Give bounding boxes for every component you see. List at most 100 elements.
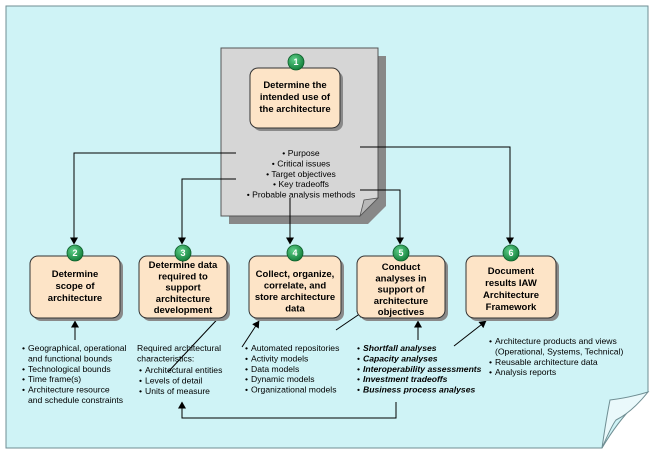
step2-list-item: and functional bounds bbox=[28, 353, 112, 363]
bullet: • bbox=[357, 343, 360, 353]
bullet: • bbox=[22, 374, 25, 384]
step2-title-line: scope of bbox=[55, 281, 95, 292]
step1-title-line: Determine the bbox=[263, 80, 326, 91]
step1-list-item: • Probable analysis methods bbox=[247, 190, 356, 200]
step5-list-item: Capacity analyses bbox=[363, 353, 438, 363]
connector-1-to-5 bbox=[360, 189, 404, 245]
step2-list-item: and schedule constraints bbox=[28, 395, 123, 405]
step2-list-item: Time frame(s) bbox=[28, 374, 81, 384]
arrow-list6 bbox=[453, 320, 487, 347]
bullet: • bbox=[139, 365, 142, 375]
bullet: • bbox=[489, 367, 492, 377]
bullet: • bbox=[489, 357, 492, 367]
step2-list-item: Geographical, operational bbox=[28, 343, 127, 353]
bullet: • bbox=[357, 385, 360, 395]
step4-title-line: Collect, organize, bbox=[256, 269, 335, 280]
bullet: • bbox=[245, 364, 248, 374]
step4-title-line: store architecture bbox=[255, 292, 335, 303]
step6-title-line: results IAW bbox=[485, 278, 537, 289]
step2-title-line: Determine bbox=[52, 269, 98, 280]
step4-list-item: Data models bbox=[251, 364, 299, 374]
bullet: • bbox=[22, 343, 25, 353]
bullet: • bbox=[22, 364, 25, 374]
bullet: • bbox=[245, 374, 248, 384]
step6-list-item: Architecture products and views bbox=[495, 336, 617, 346]
step1-list-item: • Target objectives bbox=[266, 169, 336, 179]
bullet: • bbox=[245, 385, 248, 395]
bullet: • bbox=[489, 336, 492, 346]
step3-title-line: architecture bbox=[156, 294, 210, 305]
step3-intro-line: characteristics: bbox=[137, 353, 194, 363]
step6-number: 6 bbox=[508, 248, 513, 258]
bullet: • bbox=[139, 375, 142, 385]
step6-title-line: Document bbox=[488, 266, 535, 277]
step1-list-item: • Critical issues bbox=[272, 158, 330, 168]
bullet: • bbox=[357, 374, 360, 384]
step2-list-item: Architecture resource bbox=[28, 385, 110, 395]
step6-list-item: Analysis reports bbox=[495, 367, 556, 377]
step6-title-line: Framework bbox=[486, 302, 537, 313]
step2-number: 2 bbox=[72, 248, 77, 258]
connector-1-to-2 bbox=[70, 152, 236, 245]
step5-badge bbox=[392, 244, 410, 262]
step5-title-line: architecture bbox=[374, 296, 428, 307]
step-boxes bbox=[29, 53, 559, 321]
step1-list-item: • Key tradeoffs bbox=[273, 179, 329, 189]
connector-1-to-3 bbox=[178, 178, 236, 245]
step3-list-item: Units of measure bbox=[145, 386, 210, 396]
page-curl bbox=[601, 391, 650, 449]
step4-number: 4 bbox=[292, 248, 297, 258]
connectors bbox=[70, 146, 514, 419]
step4-list-item: Activity models bbox=[251, 353, 308, 363]
step5-list-item: Business process analyses bbox=[363, 385, 475, 395]
bullet: • bbox=[357, 364, 360, 374]
bullet: • bbox=[245, 343, 248, 353]
step4-list-item: Dynamic models bbox=[251, 374, 315, 384]
step3-badge bbox=[174, 244, 192, 262]
step5-title-line: support of bbox=[378, 285, 426, 296]
step3-title-line: Determine data bbox=[149, 260, 218, 271]
step1-title-line: intended use of bbox=[260, 92, 331, 103]
step5-title-line: objectives bbox=[378, 307, 424, 318]
bullet: • bbox=[139, 386, 142, 396]
step4-list-item: Organizational models bbox=[251, 385, 337, 395]
step4-list-item: Automated repositories bbox=[251, 343, 339, 353]
step5-list-item: Shortfall analyses bbox=[363, 343, 437, 353]
step5-list-item: Interoperability assessments bbox=[363, 364, 482, 374]
step5-title-line: Conduct bbox=[382, 262, 421, 273]
step1-badge bbox=[287, 53, 305, 71]
step3-title-line: support bbox=[165, 283, 201, 294]
connector-1-to-6 bbox=[360, 146, 514, 245]
step5-title-line: analyses in bbox=[375, 273, 426, 284]
bullet: • bbox=[22, 385, 25, 395]
step3-list-item: Architectural entities bbox=[145, 365, 222, 375]
step1-title-line: the architecture bbox=[259, 104, 330, 115]
step4-title-line: data bbox=[285, 304, 305, 315]
note-fold bbox=[359, 197, 380, 218]
step2-list-item: Technological bounds bbox=[28, 364, 111, 374]
step6-list-item: Reusable architecture data bbox=[495, 357, 598, 367]
step3-number: 3 bbox=[180, 248, 185, 258]
step5-number: 5 bbox=[398, 248, 403, 258]
step1-list-item: • Purpose bbox=[282, 148, 320, 158]
arrow-list4 bbox=[241, 320, 260, 348]
step3-title-line: development bbox=[154, 305, 213, 316]
step5-list-item: Investment tradeoffs bbox=[363, 374, 448, 384]
step3-title-line: required to bbox=[158, 271, 208, 282]
step2-badge bbox=[66, 244, 84, 262]
step3-intro-line: Required architectural bbox=[137, 343, 221, 353]
bullet: • bbox=[357, 353, 360, 363]
bullet: • bbox=[245, 353, 248, 363]
step4-badge bbox=[286, 244, 304, 262]
step2-title-line: architecture bbox=[48, 293, 102, 304]
step3-list-item: Levels of detail bbox=[145, 375, 202, 385]
step6-badge bbox=[502, 244, 520, 262]
page-background bbox=[5, 5, 650, 456]
step6-title-line: Architecture bbox=[483, 290, 539, 301]
connector-loop-5-to-3 bbox=[178, 401, 397, 419]
step4-title-line: correlate, and bbox=[264, 281, 326, 292]
step1-number: 1 bbox=[293, 57, 298, 67]
step6-list-item: (Operational, Systems, Technical) bbox=[495, 346, 623, 356]
